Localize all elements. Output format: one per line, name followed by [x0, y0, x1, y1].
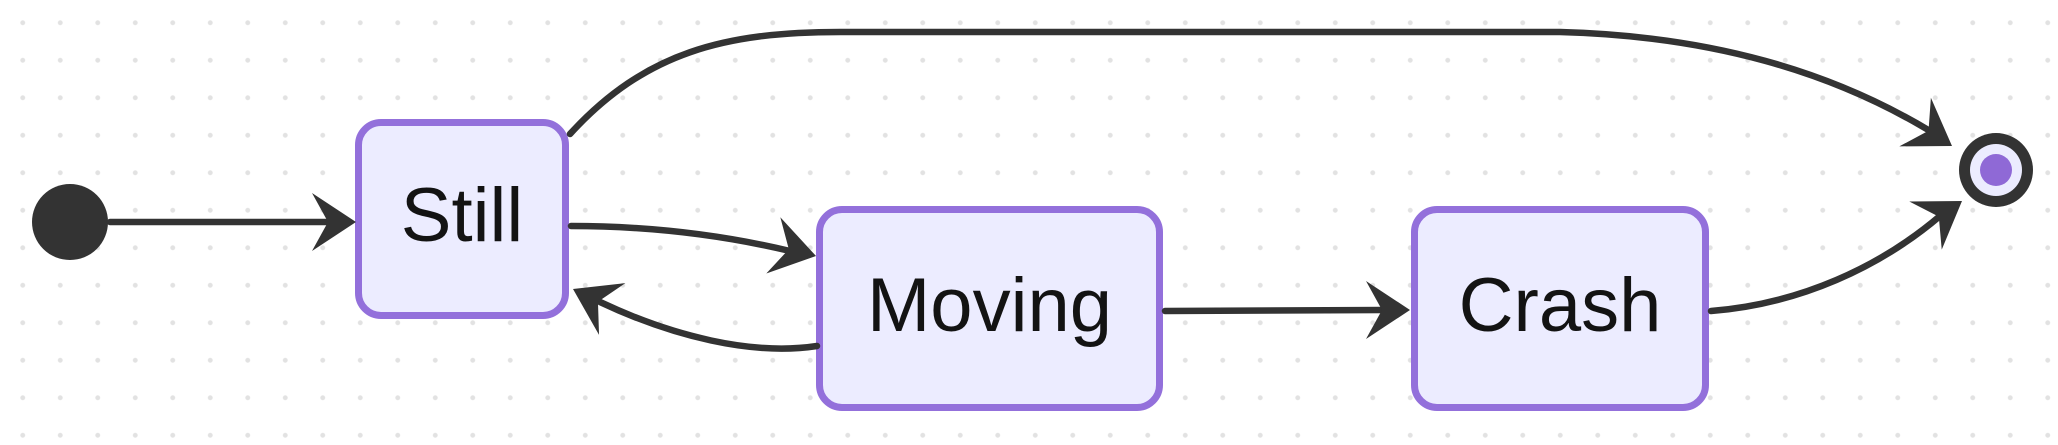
- state-node-still: Still: [355, 119, 569, 319]
- initial-state-icon: [32, 184, 108, 260]
- final-state-icon: [1959, 133, 2033, 207]
- state-label-crash: Crash: [1458, 262, 1662, 348]
- state-node-crash: Crash: [1411, 206, 1709, 411]
- edge-still-to-final: [566, 28, 1968, 171]
- edge-moving-to-still: [559, 263, 821, 352]
- edge-crash-to-final: [1707, 176, 1979, 315]
- state-node-moving: Moving: [816, 206, 1163, 411]
- state-label-still: Still: [400, 173, 524, 258]
- edge-moving-to-crash: [1161, 281, 1410, 339]
- state-label-moving: Moving: [867, 262, 1112, 348]
- edge-still-to-moving: [567, 217, 824, 285]
- edge-initial-to-still: [106, 193, 356, 251]
